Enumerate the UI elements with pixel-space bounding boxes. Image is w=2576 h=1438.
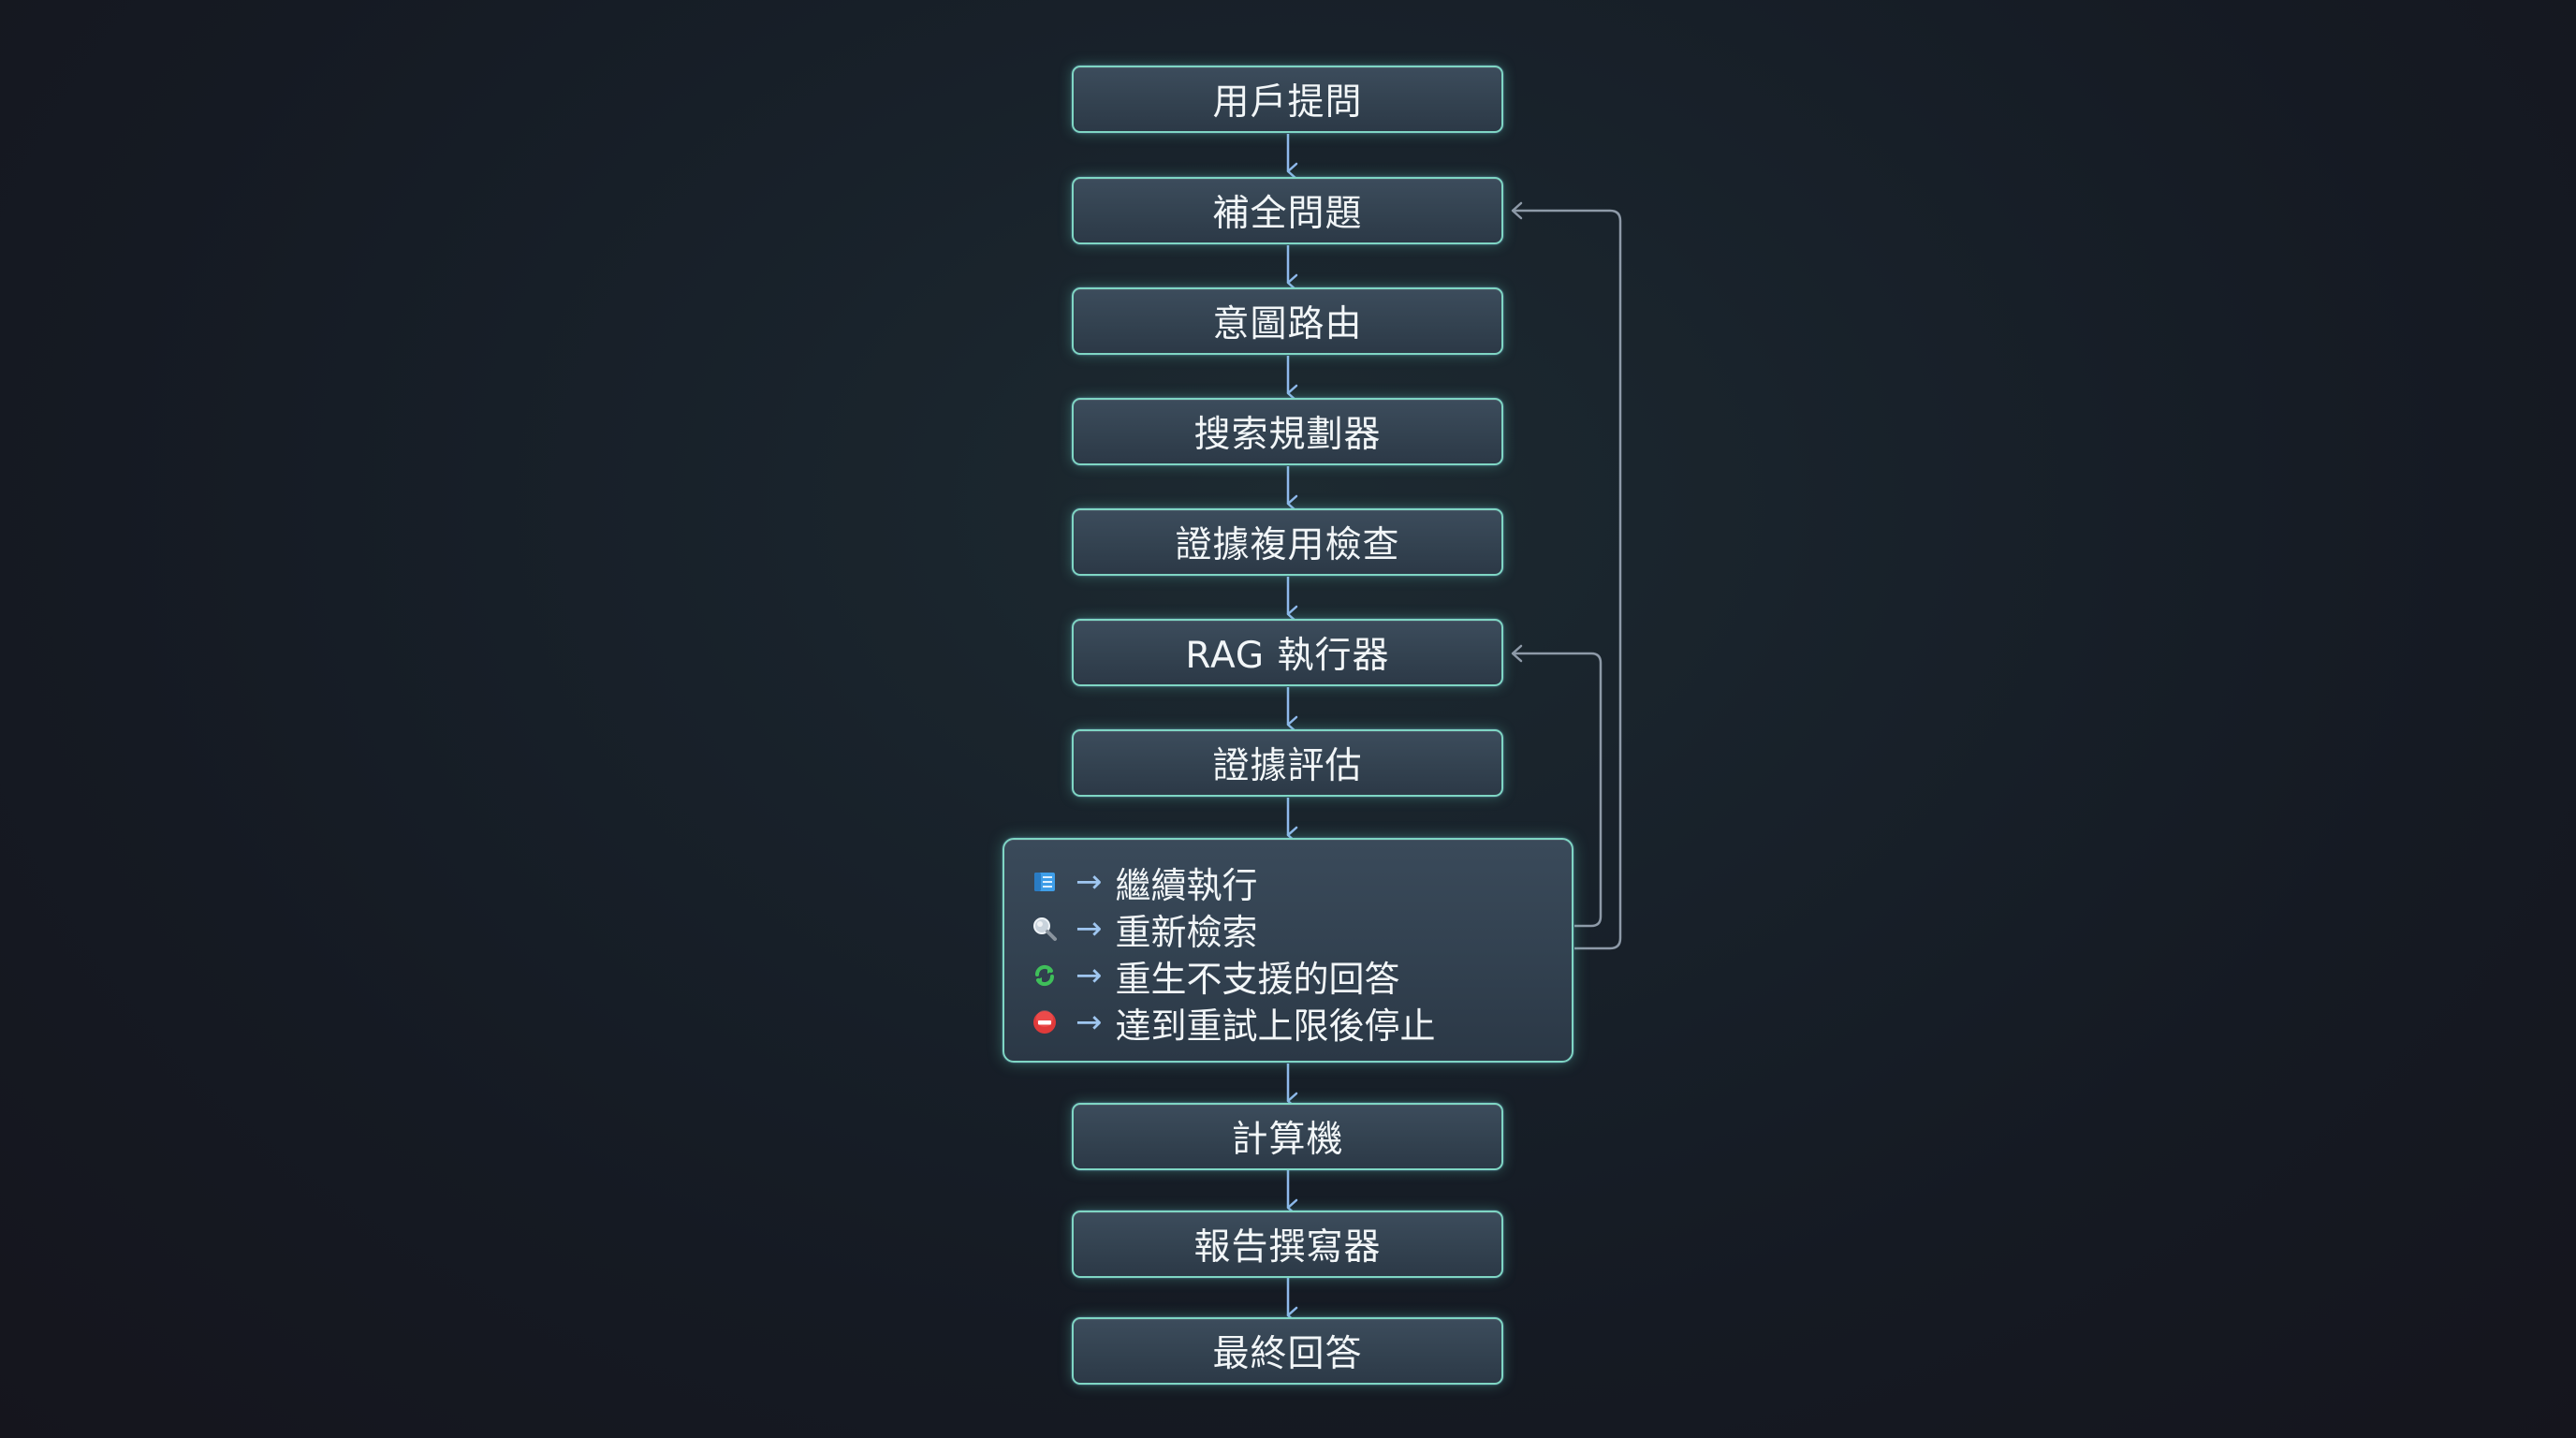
outcome-arrow: → <box>1076 863 1103 901</box>
node-label: 計算機 <box>1231 1119 1344 1161</box>
loop-to-complete-question <box>1511 201 1622 950</box>
evaluation-outcomes-box: → 繼續執行 → 重新檢索 → 重生不支援的回答 <box>1003 838 1573 1063</box>
node-complete-question: 補全問題 <box>1072 177 1503 244</box>
node-label: 意圖路由 <box>1212 303 1363 345</box>
node-final-answer: 最終回答 <box>1072 1317 1503 1385</box>
outcome-label: 重新檢索 <box>1115 911 1258 953</box>
magnifier-icon <box>1031 915 1059 943</box>
node-label: 補全問題 <box>1212 193 1363 235</box>
node-label: 報告撰寫器 <box>1193 1226 1382 1269</box>
outcome-label: 重生不支援的回答 <box>1115 958 1400 1000</box>
node-evidence-evaluation: 證據評估 <box>1072 729 1503 797</box>
node-label: 證據複用檢查 <box>1175 524 1400 566</box>
node-calculator: 計算機 <box>1072 1103 1503 1170</box>
outcome-re-retrieve: → 重新檢索 <box>1031 905 1572 953</box>
outcome-regenerate: → 重生不支援的回答 <box>1031 952 1572 1000</box>
node-rag-executor: RAG 執行器 <box>1072 619 1503 686</box>
stop-icon <box>1031 1008 1059 1036</box>
node-label: 用戶提問 <box>1212 81 1363 124</box>
refresh-icon <box>1031 961 1059 990</box>
document-icon <box>1031 868 1059 896</box>
outcome-arrow: → <box>1076 1004 1103 1041</box>
outcome-arrow: → <box>1076 957 1103 994</box>
outcome-continue: → 繼續執行 <box>1031 858 1572 906</box>
node-label: RAG 執行器 <box>1185 635 1390 677</box>
node-evidence-reuse-check: 證據複用檢查 <box>1072 508 1503 576</box>
node-user-question: 用戶提問 <box>1072 66 1503 133</box>
node-label: 證據評估 <box>1212 745 1363 787</box>
outcome-arrow: → <box>1076 910 1103 947</box>
node-search-planner: 搜索規劃器 <box>1072 398 1503 465</box>
outcome-label: 達到重試上限後停止 <box>1115 1005 1436 1047</box>
outcome-label: 繼續執行 <box>1115 864 1258 906</box>
node-report-writer: 報告撰寫器 <box>1072 1211 1503 1278</box>
loop-to-rag-executor <box>1511 644 1603 928</box>
node-intent-routing: 意圖路由 <box>1072 287 1503 355</box>
outcome-stop: → 達到重試上限後停止 <box>1031 999 1572 1047</box>
node-label: 最終回答 <box>1212 1333 1363 1375</box>
node-label: 搜索規劃器 <box>1193 414 1382 456</box>
